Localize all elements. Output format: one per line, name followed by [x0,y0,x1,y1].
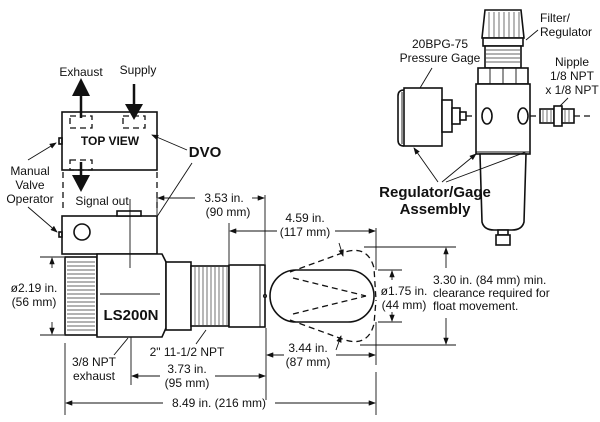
signal-arrow-icon [72,175,90,192]
collar [165,261,192,331]
manual-valve-label-2: Valve [15,178,44,192]
nipple-label-3: x 1/8 NPT [545,83,599,97]
drain [495,234,511,246]
manual-valve-label-3: Operator [6,192,53,206]
clearance-line-3: float movement. [433,299,518,313]
signal-out-label: Signal out [75,194,129,208]
exhaust-npt-label-2: exhaust [73,369,116,383]
knurl-hatching [67,261,95,331]
assembly-label-1: Regulator/Gage [379,184,491,201]
dim-3-73-in: 3.73 in. [167,362,206,376]
manual-valve-label-1: Manual [10,164,49,178]
dim-3-53-mm: (90 mm) [206,205,251,219]
knob-ribs [488,12,520,37]
dim-2-19-in: ø2.19 in. [11,281,58,295]
sleeve [228,264,266,328]
clearance-line-2: clearance required for [433,286,550,300]
dim-2-19-mm: (56 mm) [12,295,57,309]
regulator-gage-assembly: Filter/ Regulator 20BPG-75 Pressure Gage… [379,9,599,246]
part-number-label: LS200N [103,307,158,324]
dim-1-75-in: ø1.75 in. [381,284,428,298]
regulator-threads [484,45,522,69]
dim-4-59-mm: (117 mm) [280,225,330,239]
pressure-gage [403,87,443,147]
dim-1-75-mm: (44 mm) [382,298,427,312]
dimensions: 3.53 in. (90 mm) 4.59 in. (117 mm) ø2.19… [11,191,550,415]
dvo-block [61,215,158,255]
float [269,269,375,323]
thread-label: 2" 11-1/2 NPT [150,345,225,359]
top-view-label: TOP VIEW [81,134,140,148]
regulator-knob [481,9,525,39]
thread-hatching [194,267,228,325]
pressure-gage-label-2: Pressure Gage [400,51,481,65]
filter-regulator-label-2: Regulator [540,25,592,39]
pressure-gage-label-1: 20BPG-75 [412,37,468,51]
exhaust-label: Exhaust [59,65,103,79]
dim-3-73-mm: (95 mm) [165,376,210,390]
supply-arrow-icon [125,104,143,120]
knurled-cap [64,256,98,336]
exhaust-arrow-icon [72,78,90,96]
exhaust-npt-label-1: 3/8 NPT [72,355,117,369]
manual-valve-stub [58,137,63,145]
nipple-label-2: 1/8 NPT [550,69,595,83]
dim-3-44-mm: (87 mm) [286,355,331,369]
side-view: LS200N [58,210,377,351]
hex-body [96,253,167,338]
nipple-label-1: Nipple [555,55,589,69]
top-view: Exhaust Supply TOP VIEW DVO Manual Valve… [6,63,222,236]
dim-4-59-in: 4.59 in. [285,211,324,225]
manual-valve-knob [73,223,91,241]
assembly-label-2: Assembly [400,201,472,218]
float-swing-lower [289,299,377,343]
dvo-label: DVO [189,144,222,161]
filter-bowl [479,153,527,231]
filter-regulator-label-1: Filter/ [540,11,571,25]
supply-label: Supply [120,63,157,77]
regulator-body [475,83,531,155]
dim-3-44-in: 3.44 in. [288,341,327,355]
dim-8-49: 8.49 in. (216 mm) [172,396,266,410]
clearance-line-1: 3.30 in. (84 mm) min. [433,273,546,287]
dim-3-53-in: 3.53 in. [204,191,243,205]
